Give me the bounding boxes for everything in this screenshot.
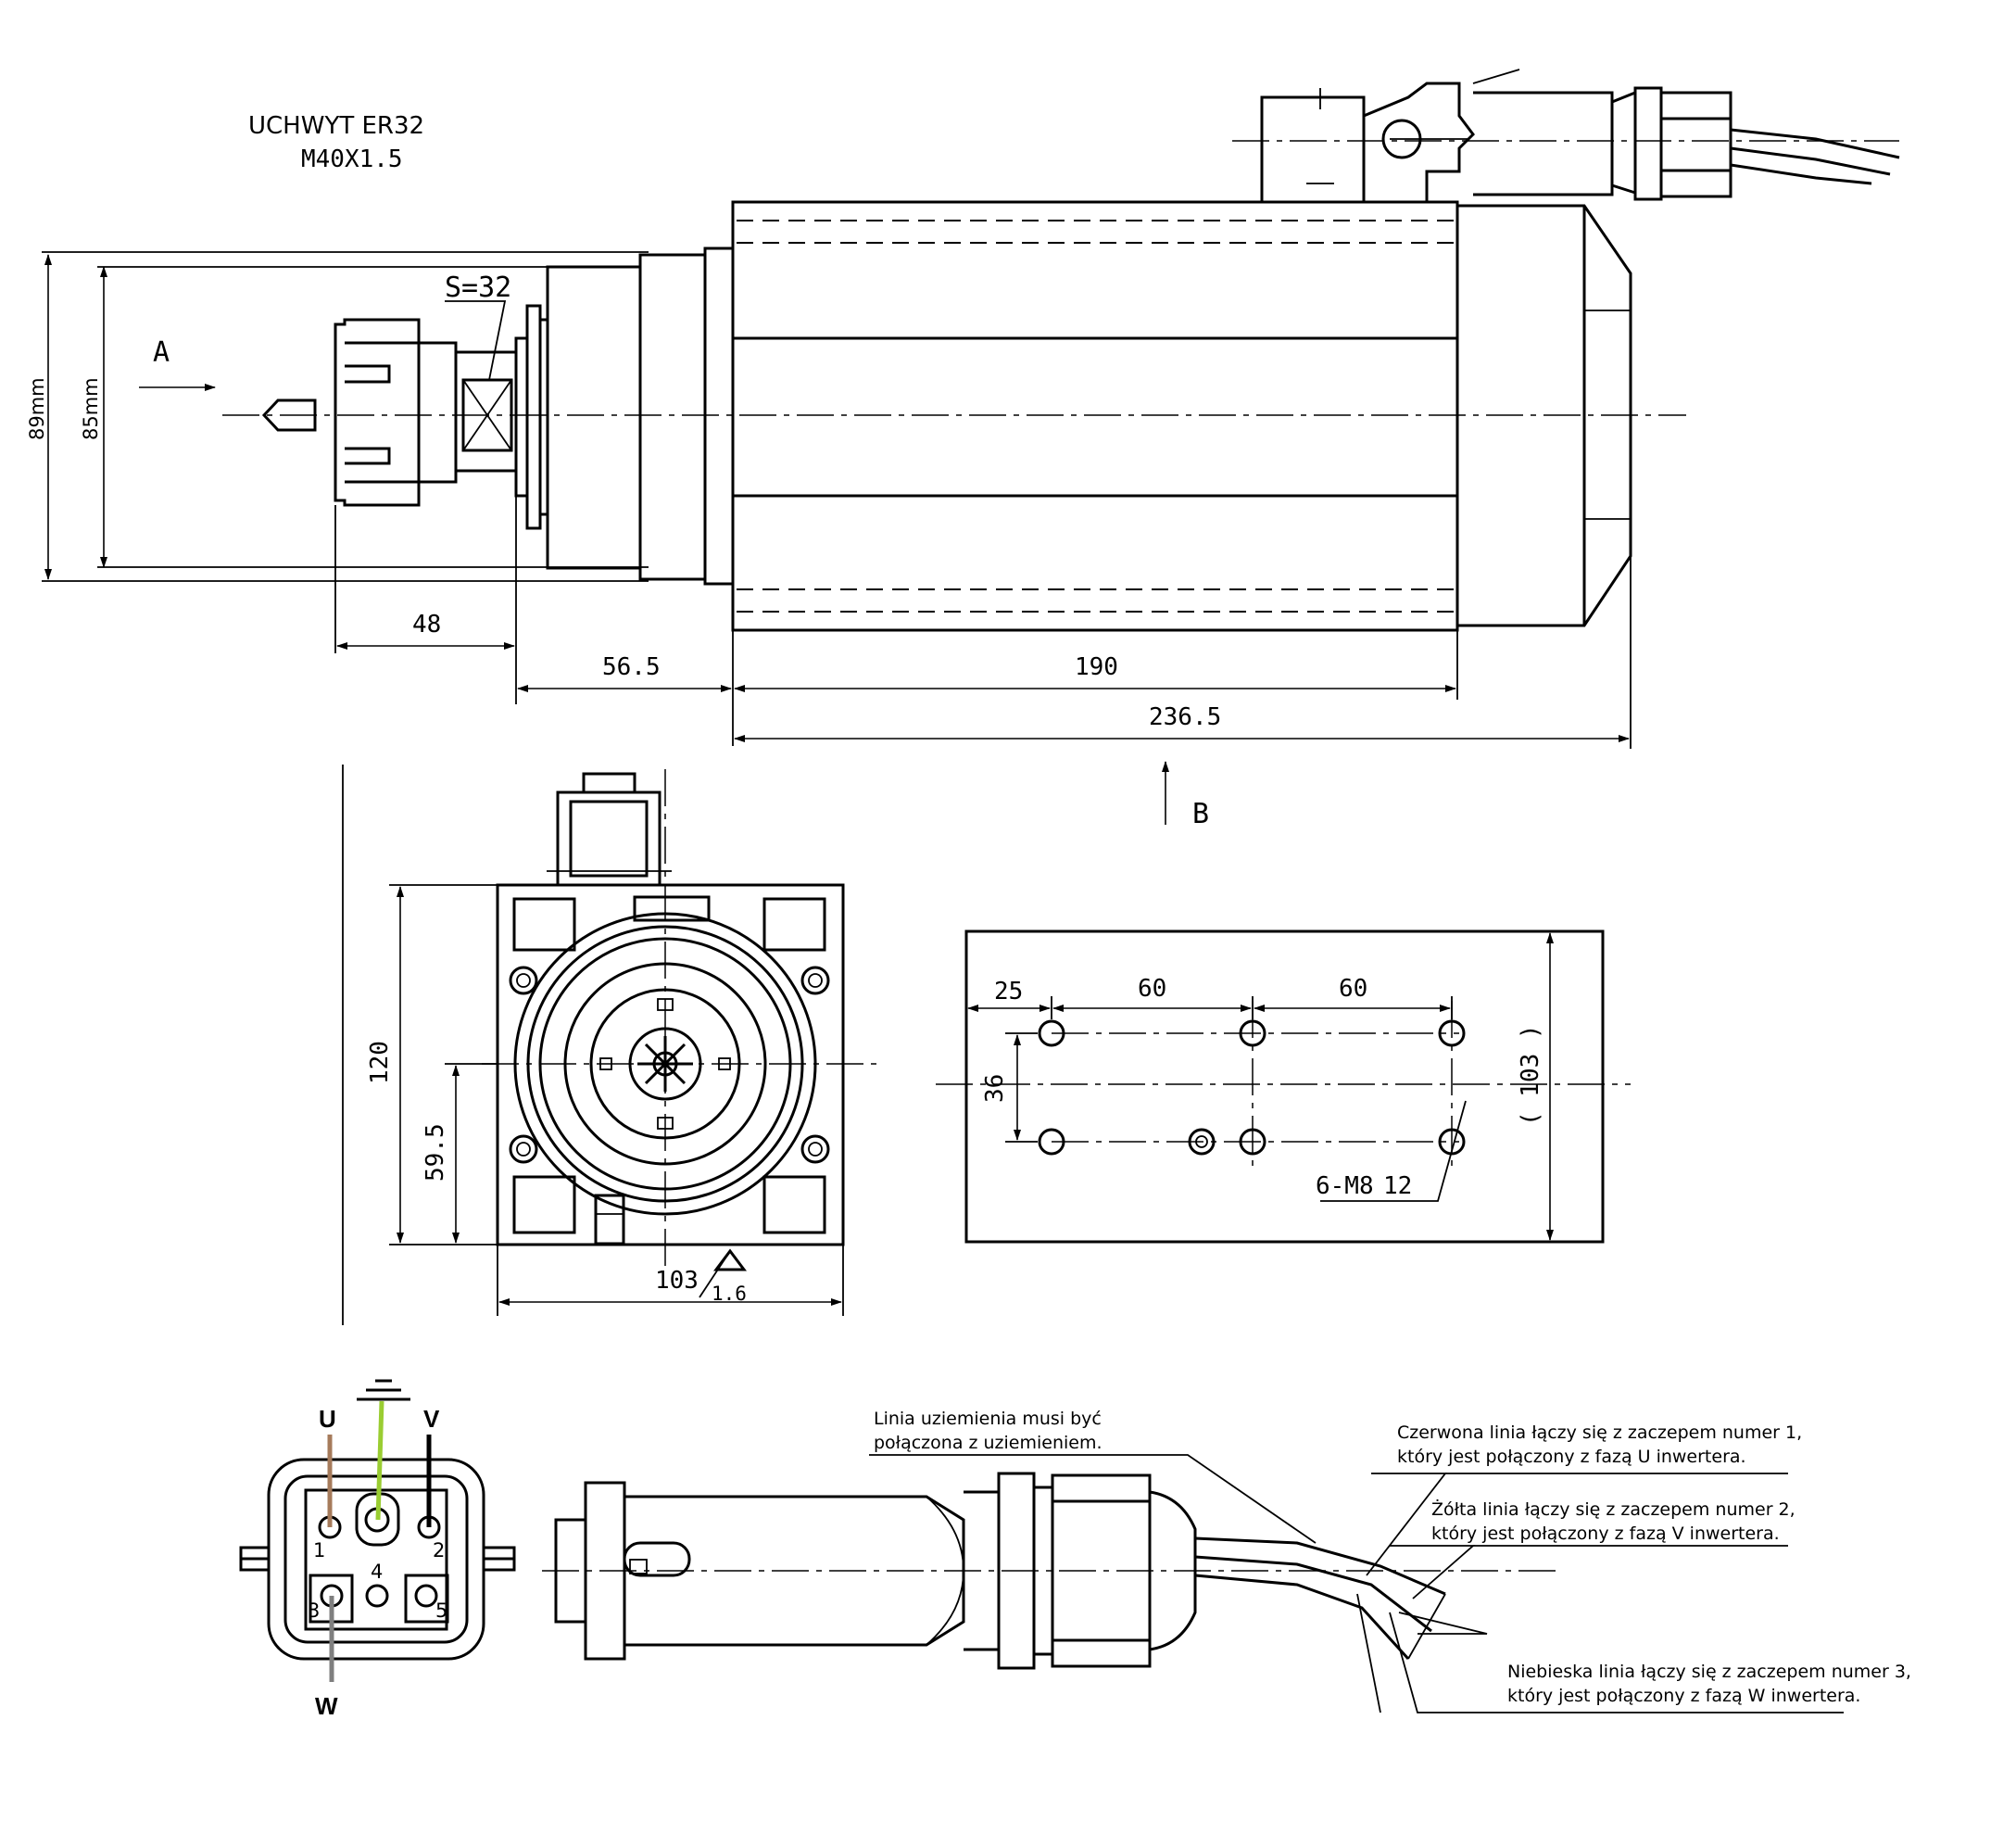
pin-5: 5 — [435, 1599, 447, 1622]
label-v: V — [423, 1405, 440, 1433]
dim-89: 89mm — [26, 377, 48, 440]
wire-ground — [375, 1400, 384, 1521]
note-red-2: który jest połączony z fazą U inwertera. — [1397, 1447, 1746, 1467]
pin-3: 3 — [308, 1599, 320, 1622]
view-b-label: B — [1192, 798, 1209, 830]
dim-103-ref: ( 103 ) — [1517, 1024, 1544, 1126]
label-w: W — [315, 1692, 338, 1720]
hole-depth: 12 — [1383, 1172, 1412, 1200]
collet-title: UCHWYT ER32 — [248, 112, 424, 140]
note-red-1: Czerwona linia łączy się z zaczepem nume… — [1397, 1422, 1802, 1443]
connector-face: U V W 1 2 3 4 5 — [239, 1379, 516, 1720]
dim-48: 48 — [412, 611, 441, 639]
pin-2: 2 — [433, 1539, 445, 1562]
dim-60-right: 60 — [1339, 975, 1367, 1003]
dim-85: 85mm — [80, 377, 102, 440]
dim-120: 120 — [366, 1041, 394, 1084]
dim-36: 36 — [981, 1074, 1009, 1103]
pin-1: 1 — [313, 1539, 325, 1562]
dim-190: 190 — [1075, 653, 1118, 681]
note-blue-2: który jest połączony z fazą W inwertera. — [1507, 1686, 1860, 1706]
note-yellow-2: który jest połączony z fazą V inwertera. — [1431, 1524, 1780, 1544]
dim-103: 103 — [655, 1267, 699, 1295]
holes-spec: 6-M8 — [1316, 1172, 1374, 1200]
note-yellow-1: Żółta linia łączy się z zaczepem numer 2… — [1431, 1498, 1796, 1520]
thread-spec: M40X1.5 — [301, 145, 403, 173]
pin-4: 4 — [371, 1561, 383, 1583]
front-view: 1.6 120 59.5 103 — [342, 765, 880, 1325]
bottom-view: 25 60 60 36 ( 103 ) 6-M8 12 — [936, 929, 1631, 1244]
connector-side: Linia uziemienia musi być połączona z uz… — [542, 1409, 1911, 1713]
dim-56-5: 56.5 — [602, 653, 661, 681]
dim-236-5: 236.5 — [1149, 703, 1221, 731]
label-u: U — [319, 1405, 336, 1433]
dim-25: 25 — [994, 978, 1023, 1005]
note-ground-1: Linia uziemienia musi być — [874, 1409, 1102, 1429]
dim-60-left: 60 — [1138, 975, 1166, 1003]
dim-59-5: 59.5 — [422, 1123, 449, 1182]
view-a-label: A — [153, 336, 170, 369]
wrench-size: S=32 — [445, 272, 511, 304]
note-ground-2: połączona z uziemieniem. — [874, 1433, 1102, 1453]
side-view: S=32 — [26, 69, 1900, 830]
note-blue-1: Niebieska linia łączy się z zaczepem num… — [1507, 1662, 1911, 1682]
